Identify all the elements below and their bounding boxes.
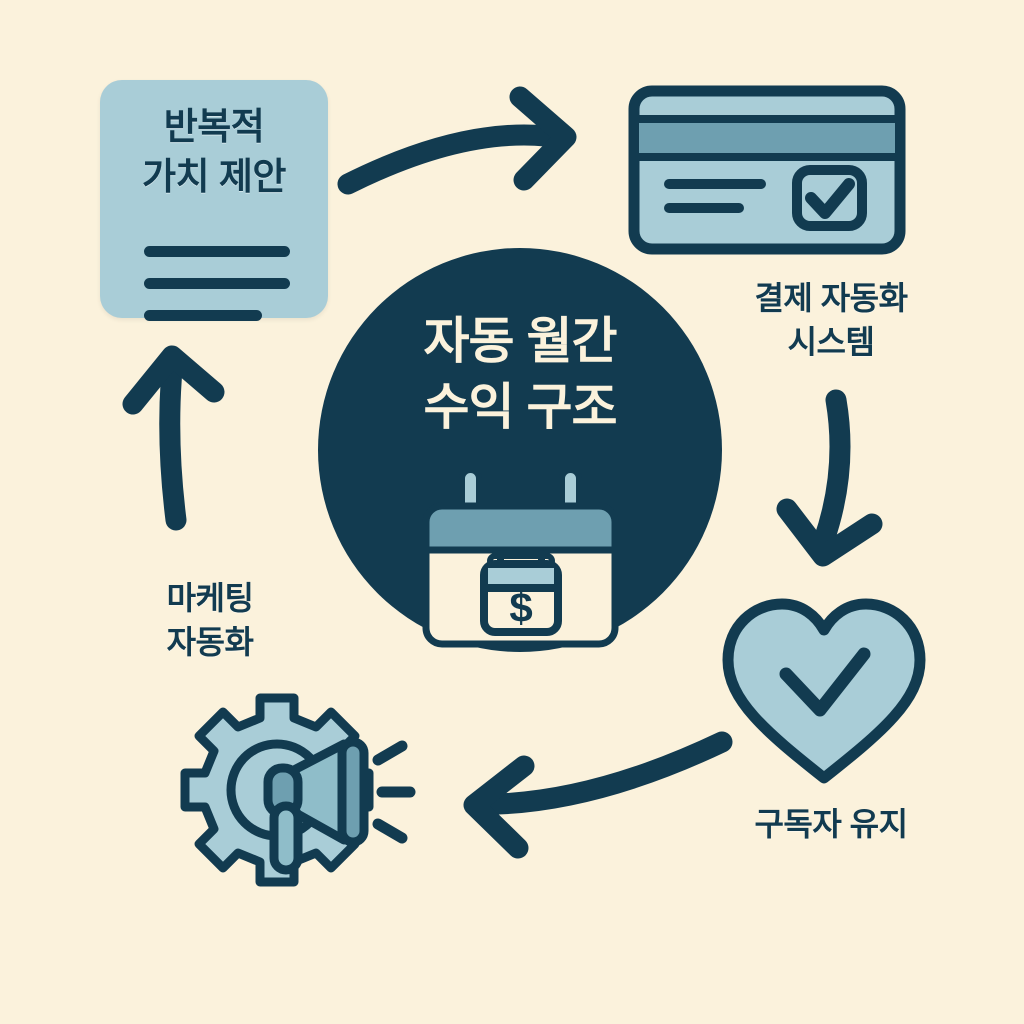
gear-megaphone-icon: [180, 693, 416, 887]
document-line: [144, 246, 290, 257]
sound-lines: [372, 740, 416, 844]
marketing-automation-label: 마케팅 자동화: [166, 580, 254, 661]
arrow-top: [337, 86, 577, 195]
subscriber-retention-label: 구독자 유지: [754, 806, 908, 842]
payment-automation-label: 결제 자동화 시스템: [754, 280, 908, 361]
heart-check-icon: [722, 598, 926, 784]
credit-card-check-icon: [628, 85, 906, 255]
document-line: [144, 278, 290, 289]
node-subscriber-retention[interactable]: [716, 592, 932, 788]
arrow-bottom: [463, 731, 733, 859]
node-payment-automation[interactable]: [628, 85, 906, 255]
calendar-svg: $: [422, 467, 619, 648]
calendar-dollar-icon: $: [412, 467, 628, 650]
document-line: [144, 310, 262, 321]
arrow-right: [776, 389, 883, 567]
node-value-proposition[interactable]: 반복적 가치 제안: [100, 80, 328, 321]
arrow-left: [122, 345, 225, 531]
value-proposition-label: 반복적 가치 제안: [142, 106, 286, 197]
node-marketing-automation[interactable]: [172, 688, 422, 910]
center-title: 자동 월간 수익 구조: [423, 313, 618, 435]
calendar-dollar-symbol: $: [509, 584, 532, 631]
megaphone-shape: [263, 737, 369, 875]
center-hub[interactable]: 자동 월간 수익 구조 $: [318, 248, 722, 652]
